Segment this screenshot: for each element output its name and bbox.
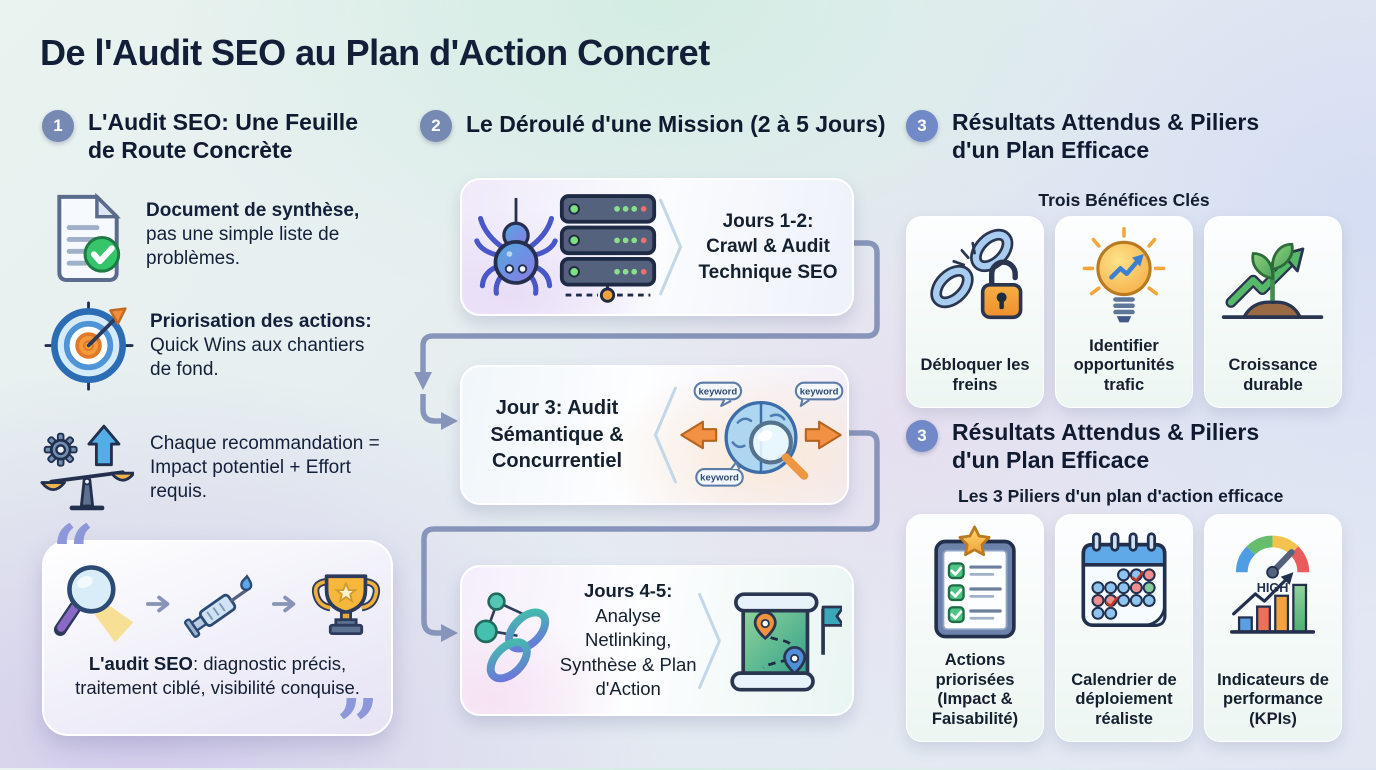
pillar-card: Calendrier de déploiement réaliste bbox=[1055, 514, 1193, 742]
step-box-semantic: Jour 3: Audit Sémantique & Concurrentiel… bbox=[460, 365, 849, 505]
benefit-card-label: Débloquer les freins bbox=[920, 356, 1030, 394]
item-rest: Chaque recommandation = Impact potentiel… bbox=[150, 432, 380, 503]
step-3-label: Jours 4-5: Analyse Netlinking, Synthèse … bbox=[560, 579, 697, 701]
item-lead: Priorisation des actions: bbox=[150, 310, 372, 332]
lightbulb-opportunity-icon bbox=[1082, 227, 1166, 323]
kpi-gauge-icon: HIGH bbox=[1230, 535, 1316, 634]
step-line: Concurrentiel bbox=[491, 450, 623, 473]
chevron-left-divider bbox=[653, 386, 677, 484]
netlink-chain-icon bbox=[474, 591, 550, 682]
growth-sprout-icon bbox=[1221, 242, 1324, 319]
step-box-netlinking: Jours 4-5: Analyse Netlinking, Synthèse … bbox=[460, 565, 854, 716]
benefits-subtitle: Trois Bénéfices Clés bbox=[1038, 190, 1210, 210]
benefits-card-row: Débloquer les freins Identifier opportun… bbox=[906, 216, 1342, 408]
pillars-subtitle: Les 3 Piliers d'un plan d'action efficac… bbox=[958, 486, 1284, 506]
open-quote-icon: “ bbox=[52, 510, 95, 596]
syringe-icon bbox=[183, 574, 252, 638]
section-2-header: 2 Le Déroulé d'une Mission (2 à 5 Jours) bbox=[420, 108, 890, 142]
section-3a-header: 3 Résultats Attendus & Piliers d'un Plan… bbox=[906, 108, 1326, 164]
chevron-right-divider bbox=[697, 592, 721, 689]
step-line: Crawl & Audit bbox=[706, 236, 830, 258]
section-2-badge: 2 bbox=[420, 110, 452, 142]
arrow-right-icon bbox=[145, 595, 169, 613]
benefit-card: Débloquer les freins bbox=[906, 216, 1044, 408]
item-rest: Quick Wins aux chantiers de fond. bbox=[150, 334, 365, 381]
list-item-text: Priorisation des actions: Quick Wins aux… bbox=[150, 310, 386, 382]
section-3b-header: 3 Résultats Attendus & Piliers d'un Plan… bbox=[906, 418, 1326, 474]
server-stack-icon bbox=[559, 194, 657, 303]
section-3b-heading: Résultats Attendus & Piliers d'un Plan E… bbox=[952, 419, 1260, 474]
step-line: Jours 1-2: bbox=[722, 211, 814, 233]
chevron-right-divider bbox=[659, 198, 683, 296]
list-item: Chaque recommandation = Impact potentiel… bbox=[40, 422, 386, 514]
trophy-icon bbox=[311, 574, 380, 635]
clipboard-checklist-icon bbox=[934, 525, 1016, 639]
benefit-card: Identifier opportunités trafic bbox=[1055, 216, 1193, 408]
step-line: Technique SEO bbox=[698, 261, 838, 283]
page-title: De l'Audit SEO au Plan d'Action Concret bbox=[40, 32, 710, 73]
list-item-text: Document de synthèse, pas une simple lis… bbox=[146, 199, 382, 271]
step-line: Jour 3: Audit bbox=[495, 397, 619, 420]
pillar-card: Actions priorisées (Impact & Faisabilité… bbox=[906, 514, 1044, 742]
list-item: Document de synthèse, pas une simple lis… bbox=[48, 188, 382, 282]
arrow-right-icon bbox=[271, 595, 295, 613]
quote-lead: L'audit SEO bbox=[88, 653, 193, 674]
step-lead: Jours 4-5: bbox=[583, 580, 673, 602]
keyword-bubble-label: keyword bbox=[800, 386, 839, 397]
list-item: Priorisation des actions: Quick Wins aux… bbox=[44, 300, 386, 392]
section-3b-badge: 3 bbox=[906, 420, 938, 452]
step-rest: Analyse Netlinking, Synthèse & Plan d'Ac… bbox=[559, 604, 697, 700]
section-1-header: 1 L'Audit SEO: Une Feuille de Route Conc… bbox=[42, 108, 382, 164]
step-2-label: Jour 3: Audit Sémantique & Concurrentiel bbox=[462, 395, 652, 474]
document-check-icon bbox=[57, 192, 121, 282]
item-rest: pas une simple liste de problèmes. bbox=[146, 223, 340, 270]
keyword-bubble-label: keyword bbox=[700, 473, 739, 484]
section-2-heading: Le Déroulé d'une Mission (2 à 5 Jours) bbox=[466, 111, 886, 137]
quote-text: L'audit SEO: diagnostic précis, traiteme… bbox=[44, 652, 391, 700]
brain-keywords-icon: keyword keyword keyword bbox=[680, 381, 844, 487]
step-1-label: Jours 1-2: Crawl & Audit Technique SEO bbox=[684, 209, 852, 284]
benefit-card-label: Croissance durable bbox=[1228, 356, 1318, 394]
step-box-crawl: Jours 1-2: Crawl & Audit Technique SEO bbox=[460, 178, 854, 316]
section-1-heading: L'Audit SEO: Une Feuille de Route Concrè… bbox=[88, 109, 358, 164]
step-line: Sémantique & bbox=[490, 423, 624, 446]
section-3a-badge: 3 bbox=[906, 110, 938, 142]
spider-icon bbox=[474, 198, 558, 296]
quote-rest: : diagnostic précis, traitement ciblé, v… bbox=[75, 653, 360, 699]
broken-chain-lock-icon bbox=[930, 228, 1023, 320]
close-quote-icon: ” bbox=[336, 684, 379, 770]
pillar-card-label: Calendrier de déploiement réaliste bbox=[1071, 670, 1177, 728]
pillar-card-label: Actions priorisées (Impact & Faisabilité… bbox=[931, 651, 1019, 728]
pillars-card-row: Actions priorisées (Impact & Faisabilité… bbox=[906, 514, 1342, 742]
quote-icons-row bbox=[44, 542, 391, 648]
section-3a-heading: Résultats Attendus & Piliers d'un Plan E… bbox=[952, 109, 1260, 164]
benefit-card: Croissance durable bbox=[1204, 216, 1342, 408]
calendar-icon bbox=[1081, 532, 1167, 627]
map-roadmap-icon bbox=[730, 591, 843, 691]
benefit-card-label: Identifier opportunités trafic bbox=[1073, 336, 1175, 394]
magnifier-icon bbox=[53, 565, 133, 643]
item-lead: Document de synthèse, bbox=[146, 199, 360, 221]
balance-effort-icon bbox=[40, 424, 134, 511]
pillar-card: HIGH Indicateurs de performance (KPIs) bbox=[1204, 514, 1342, 742]
section-1-badge: 1 bbox=[42, 110, 74, 142]
quote-card: “ ” bbox=[42, 516, 393, 764]
list-item-text: Chaque recommandation = Impact potentiel… bbox=[150, 432, 386, 504]
pillar-card-label: Indicateurs de performance (KPIs) bbox=[1217, 670, 1329, 728]
keyword-bubble-label: keyword bbox=[699, 386, 738, 397]
target-icon bbox=[44, 301, 134, 391]
